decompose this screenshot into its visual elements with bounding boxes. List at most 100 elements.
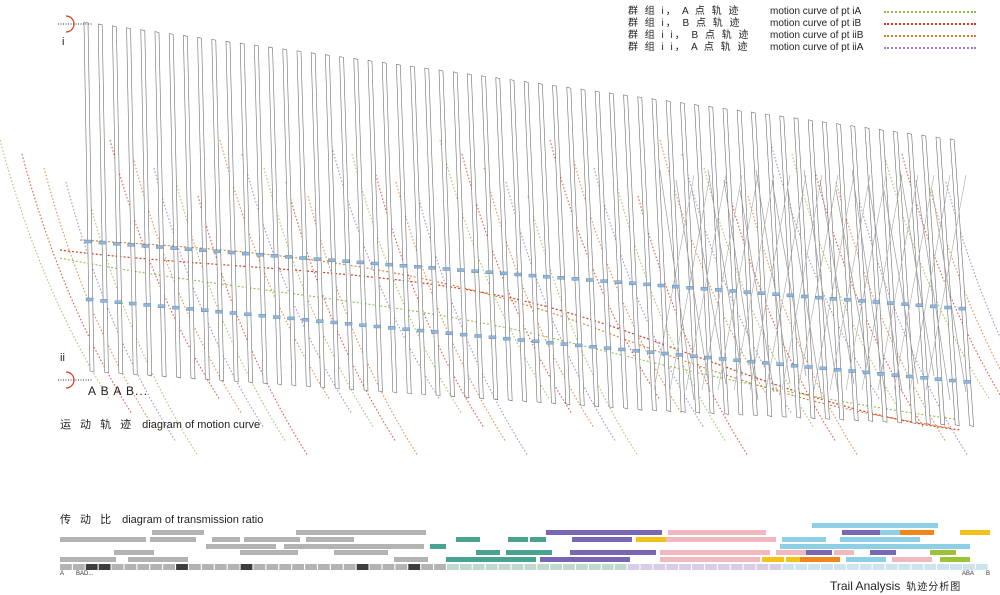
slat [353, 58, 369, 392]
motion-curve [439, 139, 551, 401]
cross-member [739, 189, 775, 393]
motion-curve [109, 139, 221, 401]
ratio-strip-segment [240, 564, 253, 570]
ratio-strip-segment [498, 564, 511, 570]
ratio-strip-segment [459, 564, 472, 570]
ratio-bar [430, 544, 446, 549]
joint-upper [184, 247, 193, 251]
joint-lower [920, 376, 928, 380]
ratio-strip-segment [743, 564, 756, 570]
ratio-strip-segment [769, 564, 782, 570]
ratio-strip-segment [756, 564, 769, 570]
joint-upper [700, 287, 709, 291]
ratio-strip-segment [692, 564, 704, 570]
joint-upper [843, 298, 852, 302]
joint-lower [114, 300, 123, 304]
motion-curve [395, 181, 507, 443]
slat [566, 86, 585, 407]
slat [864, 127, 888, 423]
ratio-strip-segment [201, 564, 214, 570]
ratio-strip-segment [318, 564, 330, 570]
ratio-strip-segment [937, 564, 949, 570]
ratio-bar [570, 550, 630, 555]
ratio-strip-segment [511, 564, 524, 570]
ratio-bar [296, 530, 426, 535]
ratio-strip-segment [666, 564, 679, 570]
slat [779, 115, 801, 419]
ratio-strip-segment [653, 564, 666, 570]
legend-en: motion curve of pt iiB [770, 30, 864, 41]
cross-member [685, 174, 727, 391]
cross-member [691, 189, 727, 385]
joint-upper [672, 284, 680, 289]
joint-upper [886, 301, 895, 305]
slat [722, 107, 744, 416]
ratio-strip-segment [898, 564, 911, 570]
cross-member [717, 174, 759, 391]
joint-lower [575, 343, 583, 348]
ratio-strip-segment [846, 564, 859, 570]
joint-upper [643, 282, 651, 287]
ratio-strip-segment [421, 564, 433, 570]
joint-lower [690, 354, 698, 358]
slat [183, 35, 196, 380]
slat [438, 69, 455, 398]
ratio-strip-segment [485, 564, 498, 570]
slat-joints [84, 239, 971, 384]
ratio-bar [612, 530, 662, 535]
ratio-bar [508, 537, 528, 542]
motion-curve [483, 167, 595, 429]
ratio-bar [240, 550, 298, 555]
slat [424, 67, 441, 397]
slat [381, 61, 398, 394]
joint-upper [385, 262, 393, 267]
slat [509, 79, 527, 403]
joint-upper [500, 271, 508, 276]
slat [239, 42, 253, 384]
slat [637, 96, 657, 412]
ratio-strip-segment [963, 564, 975, 570]
ratio-bar [244, 537, 300, 542]
slat [126, 27, 138, 376]
joint-lower [416, 328, 425, 333]
joint-upper [715, 288, 723, 292]
joint-upper [256, 252, 264, 257]
joint-lower [603, 346, 612, 350]
cross-member [829, 174, 871, 391]
joint-lower [344, 322, 353, 326]
joint-lower [862, 370, 871, 375]
group-i-label: i [62, 36, 65, 48]
joint-upper [127, 243, 135, 247]
ratio-strip-segment [253, 564, 266, 570]
cross-member [835, 189, 871, 377]
ratio-bar [128, 557, 188, 562]
slat [310, 52, 326, 389]
joint-upper [571, 277, 580, 281]
joint-upper [872, 300, 881, 304]
legend-en: motion curve of pt iA [770, 6, 862, 17]
ratio-bar [152, 530, 204, 535]
joint-lower [834, 368, 842, 372]
joint-upper [786, 293, 795, 298]
joint-upper [657, 283, 666, 288]
joint-upper [958, 306, 967, 311]
joint-upper [98, 240, 107, 245]
joint-lower [445, 331, 453, 335]
cross-member [803, 169, 839, 393]
motion-curve [879, 139, 991, 401]
ratio-strip-segment [343, 564, 356, 570]
ratio-strip-segment [382, 564, 395, 570]
slat [452, 71, 470, 399]
ratio-bar [776, 550, 806, 555]
ratio-bar [446, 557, 476, 562]
slat [807, 119, 830, 420]
bottom-mark-left: A [60, 571, 65, 577]
joint-lower [877, 372, 885, 376]
slat [410, 65, 426, 396]
ratio-bar [572, 537, 632, 542]
slat [651, 98, 672, 412]
ratio-bar [800, 557, 816, 562]
legend-cn: 群 组 i， B 点 轨 迹 [628, 18, 742, 29]
